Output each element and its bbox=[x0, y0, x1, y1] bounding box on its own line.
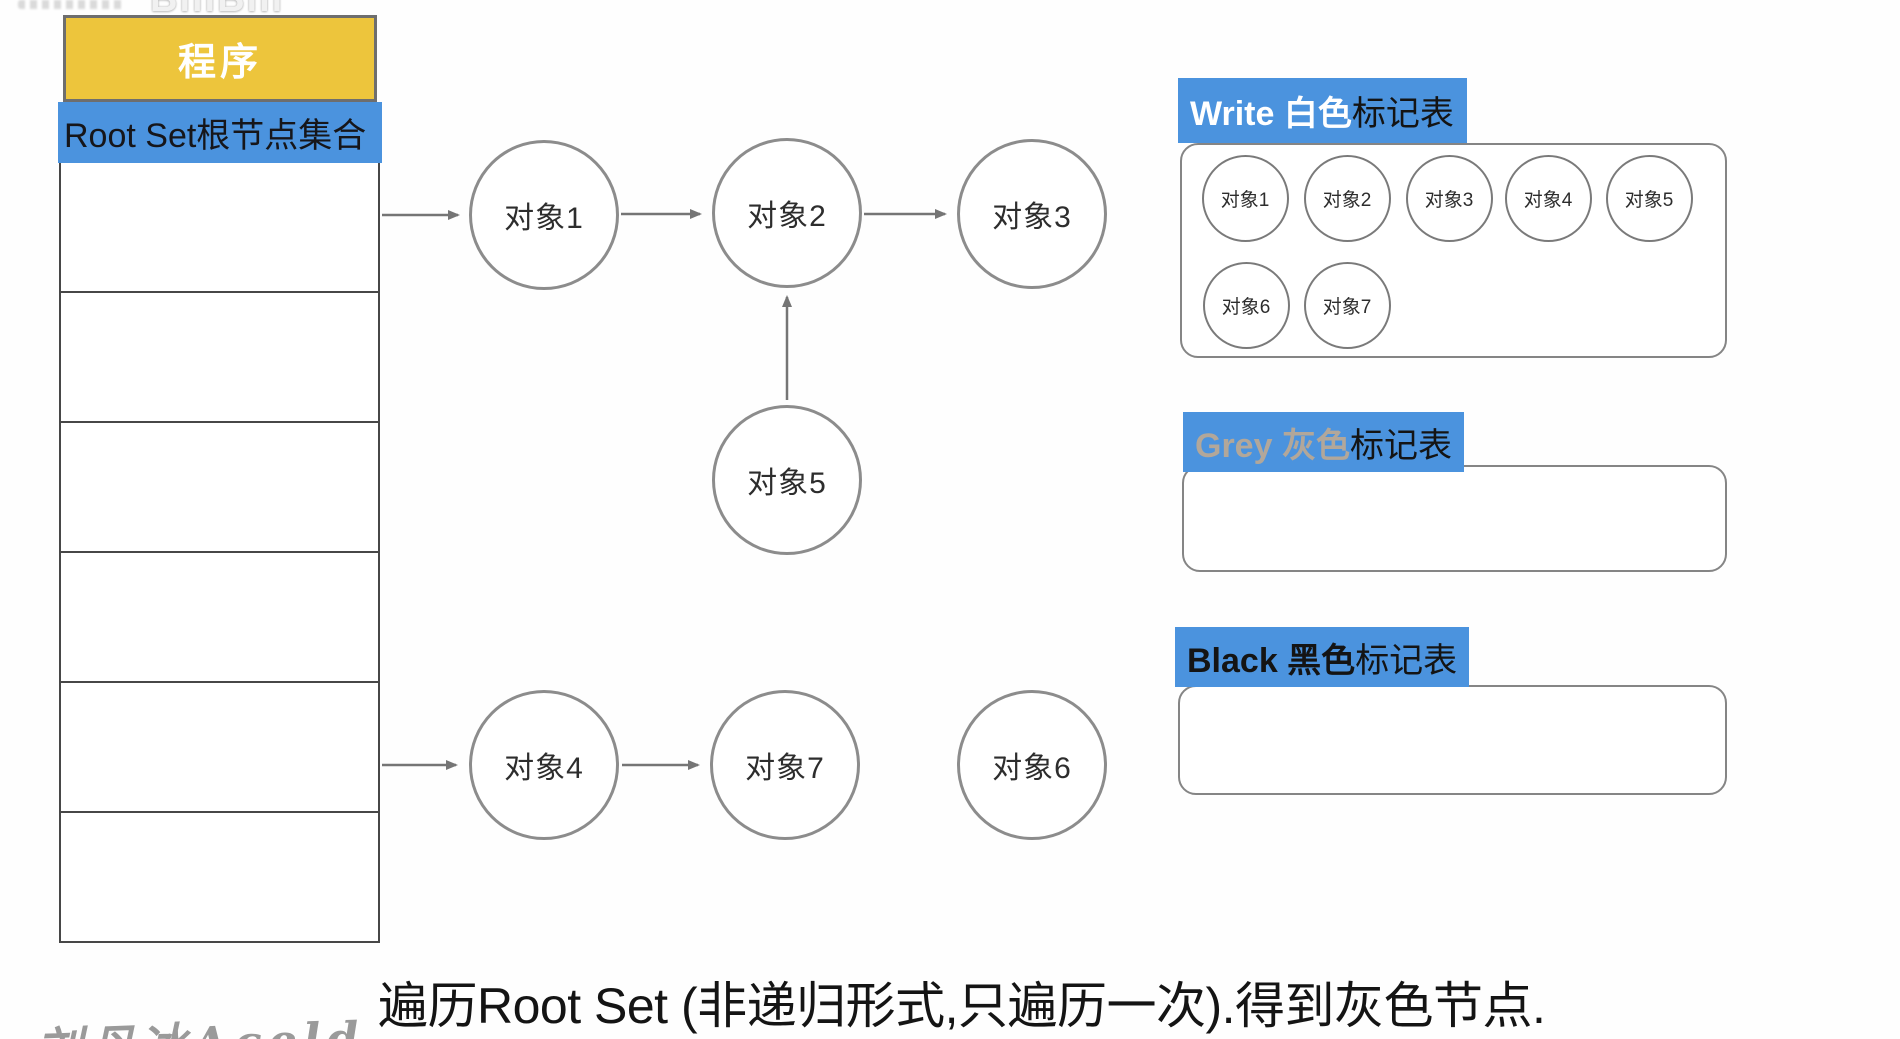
memory-row bbox=[61, 811, 378, 941]
black-mark-title: Black 黑色 bbox=[1187, 641, 1356, 680]
graph-node-obj2: 对象2 bbox=[712, 138, 862, 288]
memory-row bbox=[61, 291, 378, 421]
white-mark-item-7: 对象7 bbox=[1303, 261, 1391, 349]
memory-row bbox=[61, 681, 378, 811]
white-mark-item-3: 对象3 bbox=[1405, 154, 1493, 242]
graph-node-obj1: 对象1 bbox=[469, 140, 619, 290]
white-mark-item-4: 对象4 bbox=[1504, 154, 1592, 242]
memory-row bbox=[61, 421, 378, 551]
root-set-memory-table bbox=[59, 163, 380, 943]
black-mark-title-suffix: 标记表 bbox=[1355, 641, 1458, 680]
graph-node-obj6: 对象6 bbox=[957, 690, 1107, 840]
white-mark-item-1: 对象1 bbox=[1201, 154, 1289, 242]
graph-node-obj4: 对象4 bbox=[469, 690, 619, 840]
white-mark-title-suffix: 标记表 bbox=[1351, 95, 1454, 133]
white-mark-label: Write 白色标记表 bbox=[1178, 78, 1467, 143]
memory-row bbox=[61, 551, 378, 681]
watermark-fragment bbox=[18, 0, 126, 9]
grey-mark-box bbox=[1182, 465, 1727, 572]
grey-mark-label: Grey 灰色标记表 bbox=[1183, 412, 1464, 472]
white-mark-item-5: 对象5 bbox=[1605, 154, 1693, 242]
caption-text: 遍历Root Set (非递归形式,只遍历一次).得到灰色节点. bbox=[378, 978, 1546, 1034]
grey-mark-title: Grey 灰色 bbox=[1195, 426, 1350, 465]
white-mark-title: Write 白色 bbox=[1190, 95, 1352, 133]
author-signature: 刘丹冰Aceld bbox=[35, 1002, 366, 1039]
graph-node-obj5: 对象5 bbox=[712, 405, 862, 555]
white-mark-item-6: 对象6 bbox=[1202, 261, 1290, 349]
graph-node-obj7: 对象7 bbox=[710, 690, 860, 840]
white-mark-item-2: 对象2 bbox=[1303, 154, 1391, 242]
memory-row bbox=[61, 163, 378, 291]
black-mark-label: Black 黑色标记表 bbox=[1175, 627, 1470, 687]
grey-mark-title-suffix: 标记表 bbox=[1349, 426, 1452, 465]
black-mark-box bbox=[1178, 685, 1727, 795]
root-set-label: Root Set根节点集合 bbox=[58, 102, 382, 163]
graph-node-obj3: 对象3 bbox=[957, 139, 1107, 289]
program-header: 程序 bbox=[63, 15, 377, 102]
